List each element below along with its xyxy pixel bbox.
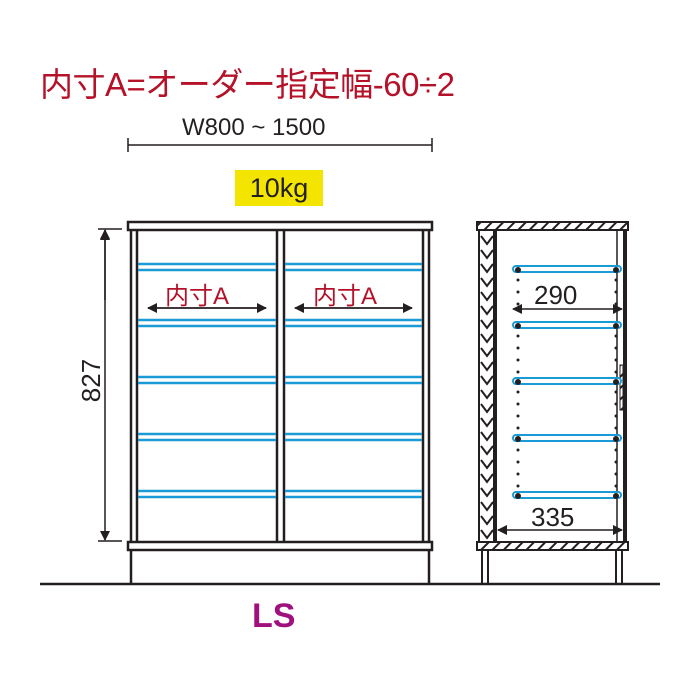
shelf-depth-label: 290 [534, 280, 578, 310]
load-capacity-badge [235, 170, 323, 206]
series-label: LS [252, 597, 296, 635]
depth-dimension-arrows [497, 304, 623, 535]
front-view [126, 220, 434, 584]
inner-width-label-left: 内寸A [165, 283, 230, 310]
height-dimension-line [98, 228, 122, 542]
width-dimension-line [127, 138, 433, 152]
load-capacity-label: 10kg [249, 173, 309, 203]
side-shelves [512, 265, 622, 499]
inner-width-label-right: 内寸A [313, 283, 378, 310]
height-dimension-label: 827 [76, 358, 107, 403]
inner-size-formula: 内寸A=オーダー指定幅-60÷2 [40, 66, 455, 103]
front-shelves [138, 262, 422, 499]
width-dimension-label: W800 ~ 1500 [182, 114, 326, 141]
side-view [476, 221, 629, 584]
overall-depth-label: 335 [531, 502, 575, 532]
